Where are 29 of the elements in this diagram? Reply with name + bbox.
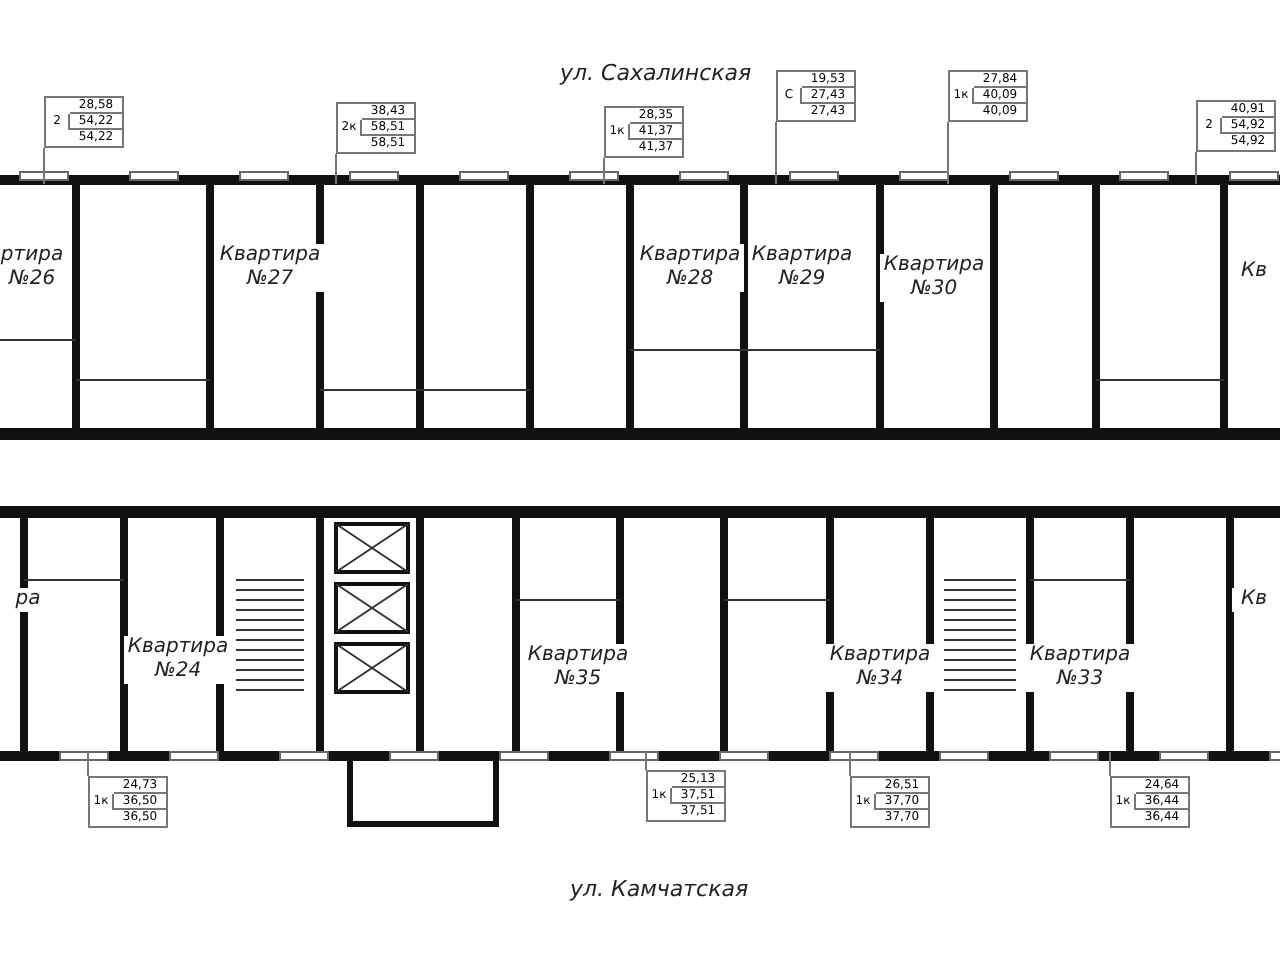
apartment-label: Квартира №30 (880, 254, 988, 302)
apartment-label: Квартира №24 (124, 636, 232, 684)
leader-line (849, 751, 851, 777)
area-table (604, 106, 684, 158)
apartment-label: Квартира №33 (1026, 644, 1134, 692)
leader-line (603, 157, 605, 185)
street-name: ул. Камчатская (570, 876, 749, 902)
street-name: ул. Сахалинская (560, 60, 752, 86)
area-table (646, 770, 726, 822)
apartment-label: Квартира №35 (524, 644, 632, 692)
area-table (44, 96, 124, 148)
leader-line (335, 153, 337, 185)
area-table (336, 102, 416, 154)
apartment-label: Квартира №27 (216, 244, 324, 292)
leader-line (1195, 151, 1197, 185)
area-table (88, 776, 168, 828)
apartment-label: Квартира №34 (826, 644, 934, 692)
apartment-label: Квартира №28 (636, 244, 744, 292)
leader-line (43, 147, 45, 185)
leader-line (87, 751, 89, 777)
area-table (850, 776, 930, 828)
leader-line (1109, 751, 1111, 777)
leader-line (947, 121, 949, 185)
leader-line (645, 751, 647, 771)
leader-line (775, 121, 777, 185)
area-table (776, 70, 856, 122)
area-table (1110, 776, 1190, 828)
area-table (948, 70, 1028, 122)
area-table (1196, 100, 1276, 152)
